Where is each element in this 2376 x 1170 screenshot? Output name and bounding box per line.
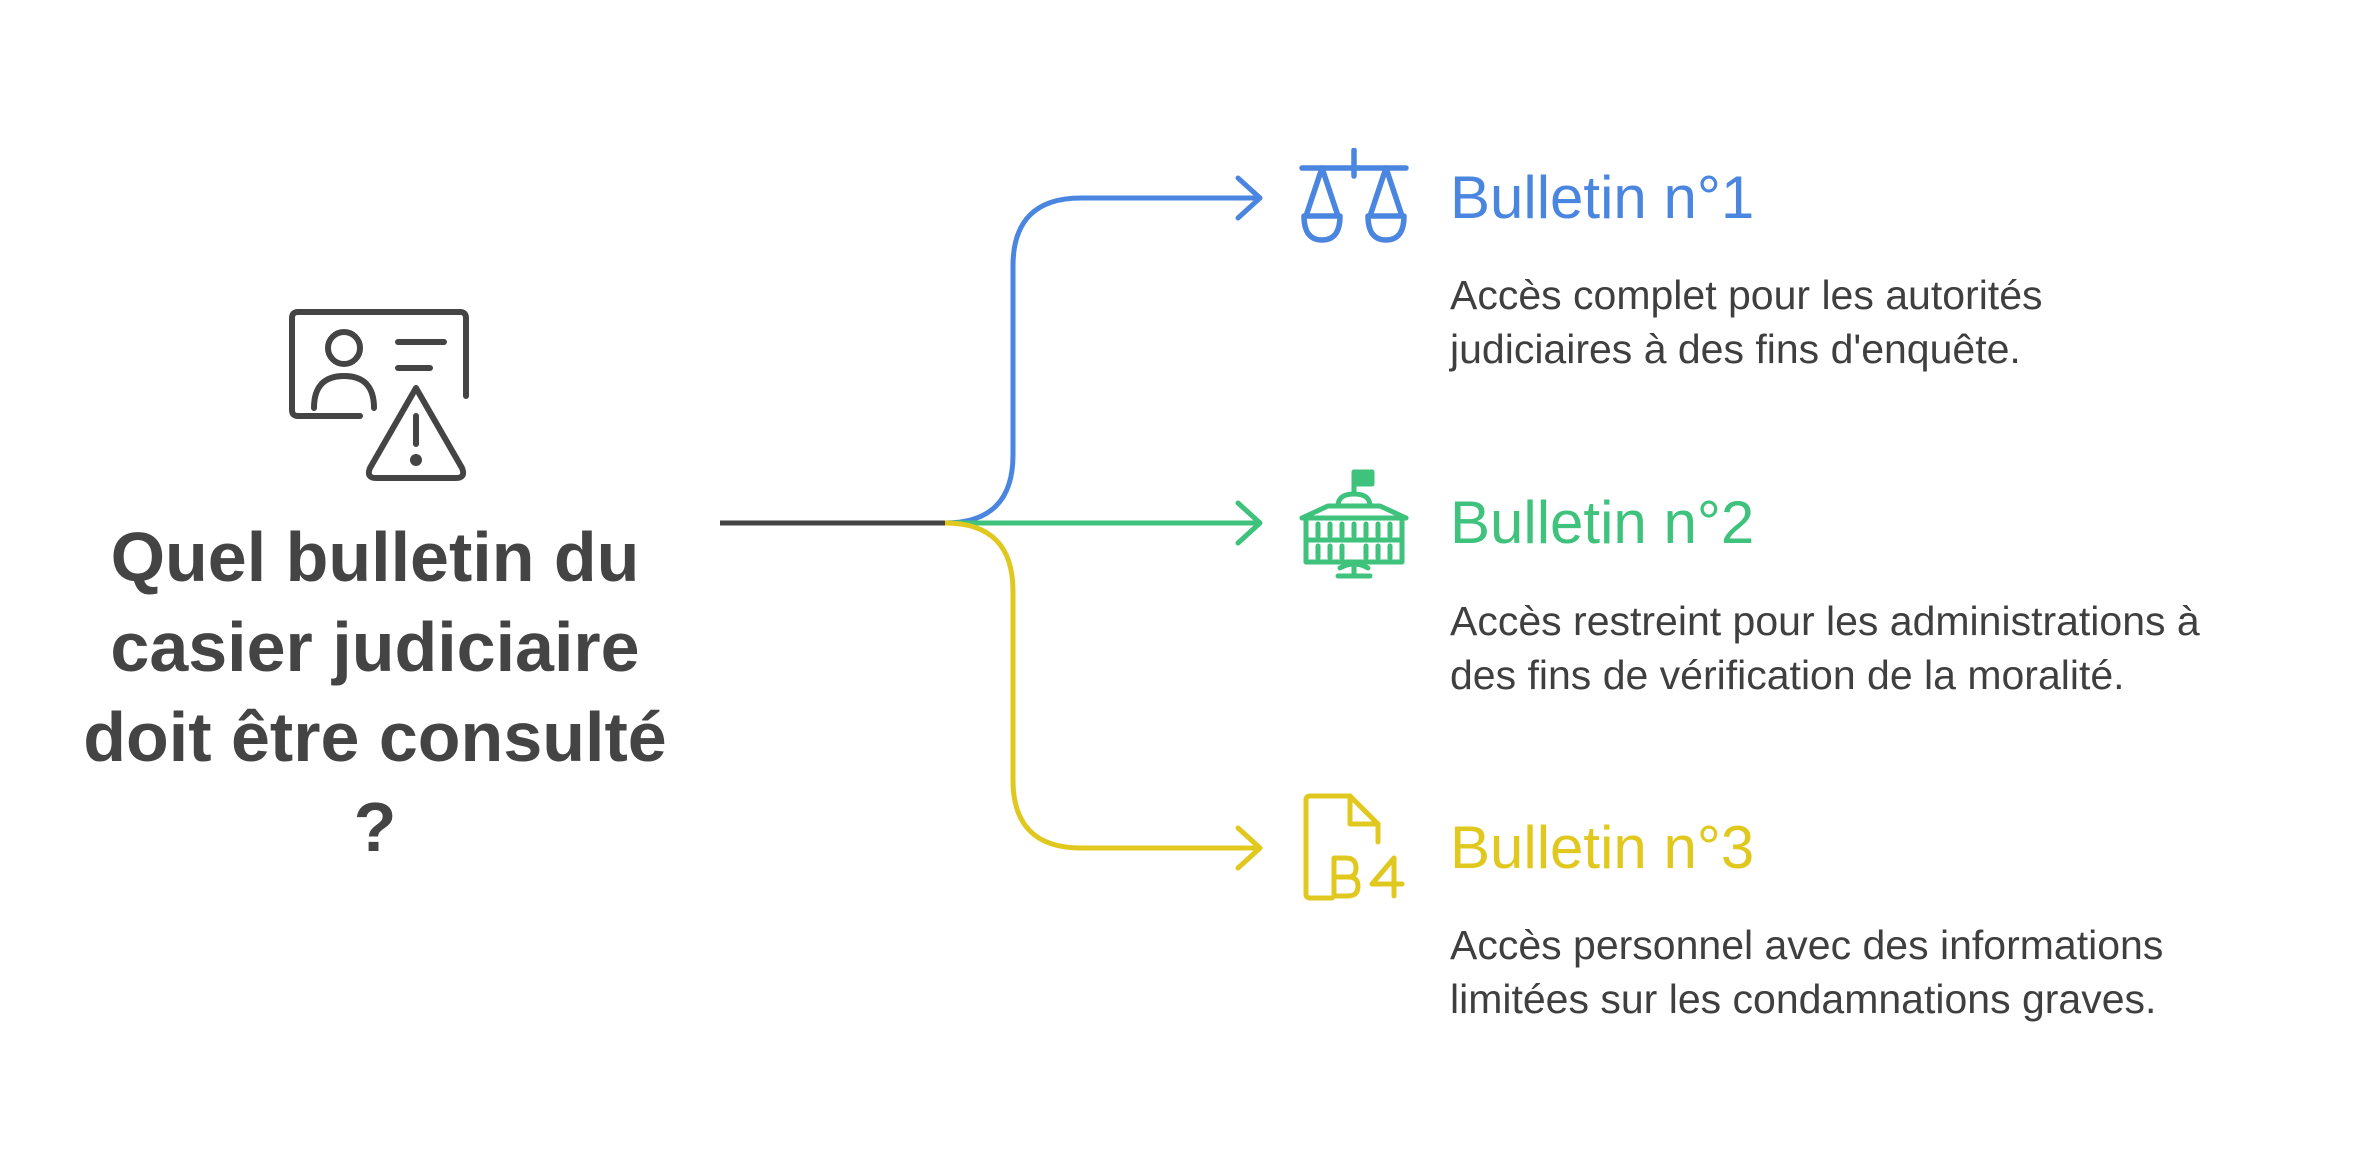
description-line: Accès complet pour les autorités: [1450, 272, 2043, 318]
document-b4-icon: [1303, 793, 1405, 901]
arrow-head-bulletin-3: [1235, 825, 1263, 871]
criminal-record-warning-icon: [289, 309, 469, 481]
description-line: Accès restreint pour les administrations…: [1450, 598, 2200, 644]
description-line: Accès personnel avec des informations: [1450, 922, 2164, 968]
description-line: limitées sur les condamnations graves.: [1450, 976, 2157, 1022]
branch-line-bulletin-1: [944, 195, 1258, 526]
question-line: casier judiciaire: [110, 608, 640, 686]
description-line: des fins de vérification de la moralité.: [1450, 652, 2125, 698]
option-title-bulletin-2: Bulletin n°2: [1450, 489, 1755, 556]
option-title-bulletin-1: Bulletin n°1: [1450, 164, 1755, 231]
option-description-bulletin-1: Accès complet pour les autorités judicia…: [1450, 268, 2043, 376]
question-heading: Quel bulletin du casier judiciaire doit …: [40, 512, 710, 872]
arrow-head-bulletin-2: [1235, 500, 1263, 546]
scales-of-justice-icon: [1299, 148, 1409, 243]
question-line: Quel bulletin du: [110, 518, 640, 596]
option-title-bulletin-3: Bulletin n°3: [1450, 814, 1755, 881]
question-line: doit être consulté: [83, 698, 667, 776]
description-line: judiciaires à des fins d'enquête.: [1450, 326, 2021, 372]
arrow-head-bulletin-1: [1235, 175, 1263, 221]
question-line: ?: [353, 788, 397, 866]
option-description-bulletin-2: Accès restreint pour les administrations…: [1450, 594, 2200, 702]
branch-line-bulletin-3: [944, 520, 1258, 851]
option-description-bulletin-3: Accès personnel avec des informations li…: [1450, 918, 2163, 1026]
government-building-icon: [1299, 469, 1409, 579]
